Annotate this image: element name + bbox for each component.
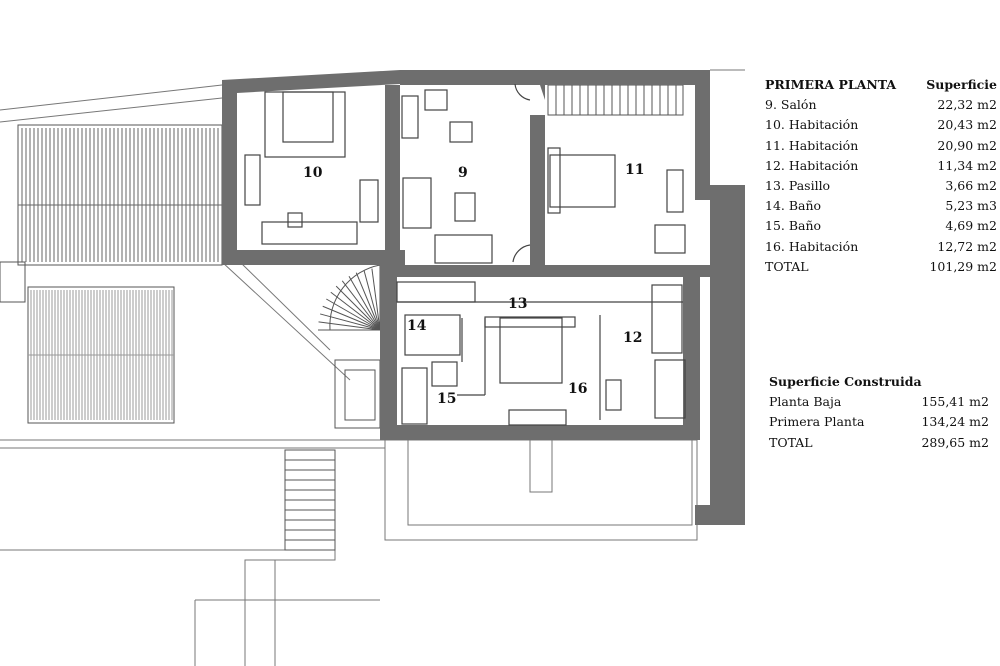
table-header: PRIMERA PLANTA Superficie: [765, 75, 997, 95]
table-row: 14. Baño 5,23 m3: [765, 196, 997, 216]
total-value: 289,65 m2: [921, 434, 989, 450]
row-name: 13. Pasillo: [765, 177, 831, 193]
row-name: Planta Baja: [769, 394, 842, 410]
row-name: 9. Salón: [765, 97, 817, 113]
table-row: 13. Pasillo 3,66 m2: [765, 176, 997, 196]
table-title: PRIMERA PLANTA: [765, 77, 897, 92]
row-name: Primera Planta: [769, 414, 865, 430]
row-value: 155,41 m2: [921, 394, 989, 410]
column-header: Superficie: [926, 77, 997, 92]
table-row: Primera Planta 134,24 m2: [769, 412, 989, 432]
row-name: 14. Baño: [765, 198, 822, 214]
row-value: 3,66 m2: [945, 177, 997, 193]
table-row: Planta Baja 155,41 m2: [769, 392, 989, 412]
table-row: 15. Baño 4,69 m2: [765, 216, 997, 236]
room-label-16: 16: [568, 381, 587, 397]
total-label: TOTAL: [765, 258, 809, 274]
room-label-12: 12: [623, 330, 642, 346]
room-label-9: 9: [458, 165, 468, 181]
hatch-line: [348, 276, 381, 331]
room-labels: 9 10 11 12 13 14 15 16: [303, 162, 644, 407]
superficie-construida-table: Superficie Construida Planta Baja 155,41 …: [769, 372, 989, 453]
total-row: TOTAL 101,29 m2: [765, 257, 997, 277]
room-label-14: 14: [407, 318, 427, 334]
table-row: 11. Habitación 20,90 m2: [765, 136, 997, 156]
row-name: 12. Habitación: [765, 157, 859, 173]
table-header: Superficie Construida: [769, 372, 989, 392]
hatch-line: [355, 272, 381, 331]
row-value: 20,43 m2: [937, 117, 997, 133]
room-label-10: 10: [303, 165, 323, 181]
hatch-line: [363, 269, 381, 331]
walls: [222, 70, 745, 525]
row-value: 5,23 m3: [945, 198, 997, 214]
hatch-line: [330, 291, 381, 331]
total-value: 101,29 m2: [929, 258, 997, 274]
hatch-line: [319, 313, 381, 331]
roof-hatch: [0, 124, 223, 424]
hatch-line: [371, 268, 381, 331]
table-title: Superficie Construida: [769, 374, 922, 389]
row-name: 16. Habitación: [765, 238, 859, 254]
table-row: 12. Habitación 11,34 m2: [765, 156, 997, 176]
room-label-11: 11: [625, 162, 644, 178]
hatch-line: [326, 298, 381, 331]
room-label-15: 15: [437, 391, 456, 407]
total-label: TOTAL: [769, 434, 813, 450]
hatch-line: [318, 321, 381, 331]
row-value: 22,32 m2: [937, 97, 997, 113]
table-row: 10. Habitación 20,43 m2: [765, 115, 997, 135]
hatch-line: [335, 285, 381, 331]
exterior-lines: [0, 69, 745, 666]
row-value: 20,90 m2: [937, 137, 997, 153]
primera-planta-table: PRIMERA PLANTA Superficie 9. Salón 22,32 …: [765, 75, 997, 277]
row-name: 15. Baño: [765, 218, 822, 234]
row-value: 4,69 m2: [945, 218, 997, 234]
table-row: 16. Habitación 12,72 m2: [765, 237, 997, 257]
hatch-line: [322, 305, 381, 331]
stairs: [284, 84, 684, 551]
row-value: 11,34 m2: [937, 157, 997, 173]
interior-lines: [244, 83, 686, 426]
row-name: 11. Habitación: [765, 137, 859, 153]
row-name: 10. Habitación: [765, 117, 859, 133]
hatch-line: [341, 280, 381, 331]
table-row: 9. Salón 22,32 m2: [765, 95, 997, 115]
row-value: 134,24 m2: [921, 414, 989, 430]
row-value: 12,72 m2: [937, 238, 997, 254]
total-row: TOTAL 289,65 m2: [769, 433, 989, 453]
room-label-13: 13: [508, 296, 527, 312]
